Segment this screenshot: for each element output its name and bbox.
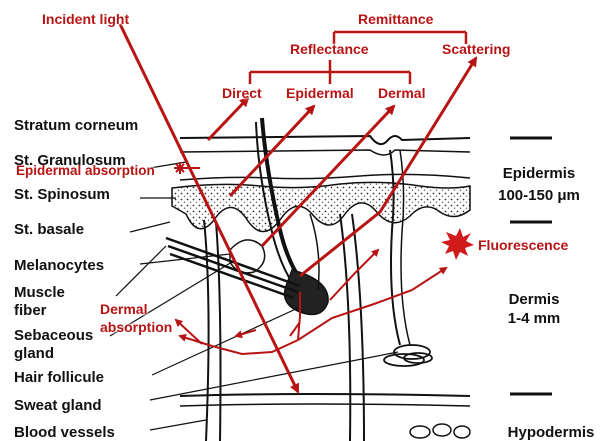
dermal-absorption-label-line1: Dermal — [100, 302, 147, 316]
incident-light-label: Incident light — [42, 12, 129, 26]
fluorescence-label: Fluorescence — [478, 238, 568, 252]
hierarchy-tree-lines — [250, 32, 466, 84]
sweat-gland-duct — [390, 150, 400, 345]
muscle-fiber-label-line2: fiber — [14, 303, 47, 318]
remittance-label: Remittance — [358, 12, 433, 26]
muscle-fiber-label-line1: Muscle — [14, 285, 65, 300]
st-spinosum-label: St. Spinosum — [14, 187, 110, 202]
epidermis-label: Epidermis — [494, 166, 584, 181]
sebaceous-gland-label-line1: Sebaceous — [14, 328, 93, 343]
st-granulosum-label: St. Granulosum — [14, 153, 126, 168]
stratum-corneum-label: Stratum corneum — [14, 118, 138, 133]
dermis-thickness-label: 1-4 mm — [494, 311, 574, 326]
dermal-label: Dermal — [378, 86, 425, 100]
hypodermis-line — [180, 394, 470, 396]
hair-follicule-label: Hair follicule — [14, 370, 104, 385]
fluorescence-burst — [441, 228, 474, 260]
skin-cross-section — [110, 118, 470, 441]
direct-reflection-arrow — [208, 98, 248, 140]
blood-vessels-label: Blood vessels — [14, 425, 115, 440]
st-basale-label: St. basale — [14, 222, 84, 237]
scattering-label: Scattering — [442, 42, 510, 56]
hypodermis-label: Hypodermis — [496, 425, 606, 440]
sweat-gland-coil — [384, 345, 432, 366]
dermal-absorption-label-line2: absorption — [100, 320, 172, 334]
sweat-gland-label: Sweat gland — [14, 398, 102, 413]
epidermis-thickness-label: 100-150 μm — [494, 188, 584, 203]
corneum-inner-line — [180, 150, 470, 155]
epidermal-label: Epidermal — [286, 86, 354, 100]
sebaceous-gland-label-line2: gland — [14, 346, 54, 361]
hair-follicle — [285, 270, 328, 314]
direct-label: Direct — [222, 86, 262, 100]
dermis-label: Dermis — [494, 292, 574, 307]
reflectance-label: Reflectance — [290, 42, 369, 56]
melanocytes-label: Melanocytes — [14, 258, 104, 273]
